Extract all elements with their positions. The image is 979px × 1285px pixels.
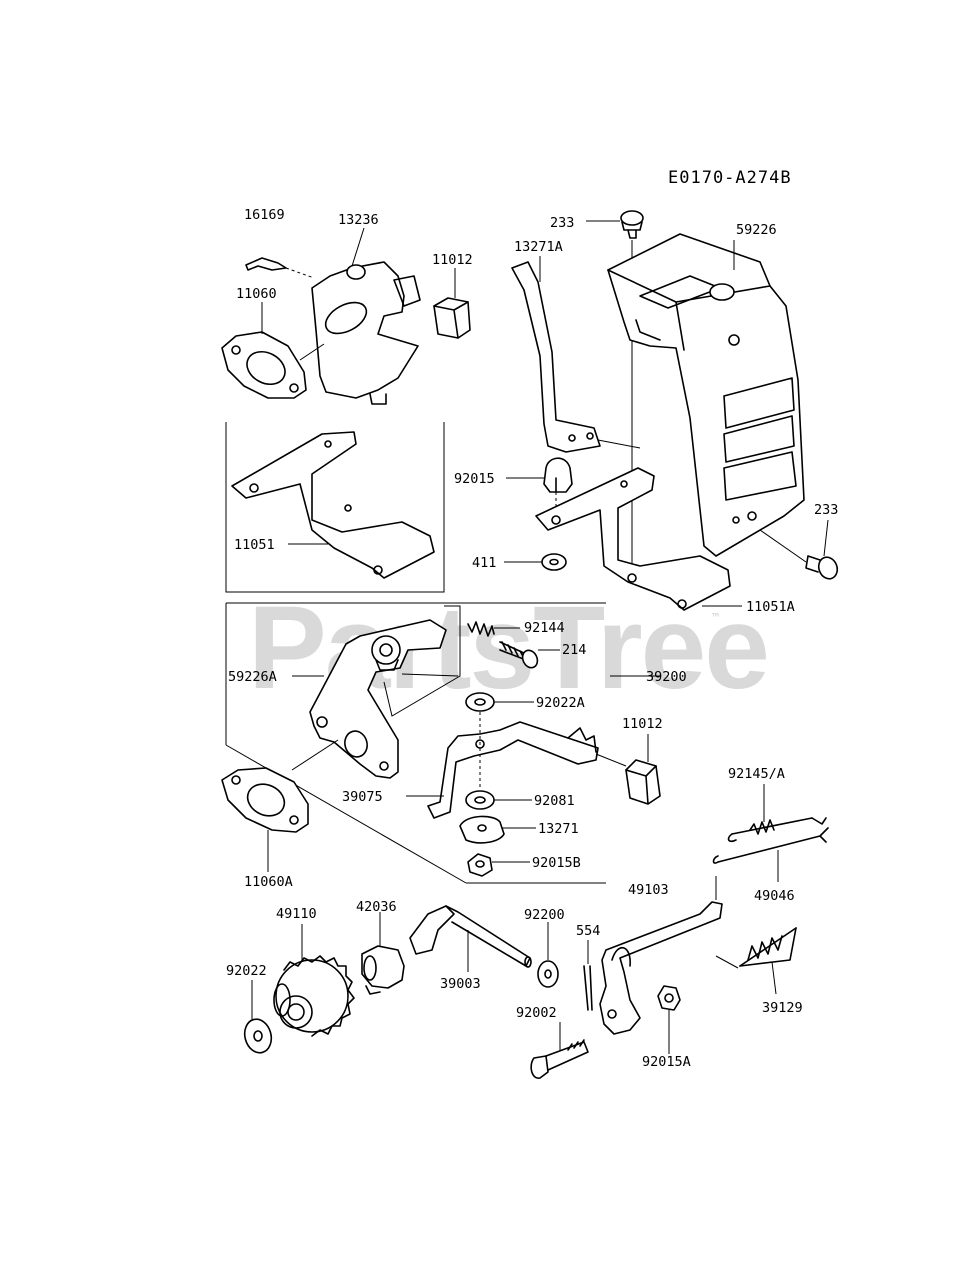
part-11051A-plate[interactable] xyxy=(535,467,742,611)
part-13271A-link[interactable] xyxy=(511,256,641,453)
label-59226A[interactable]: 59226A xyxy=(228,669,277,685)
part-92144-spring[interactable] xyxy=(467,621,520,637)
label-92015B[interactable]: 92015B xyxy=(532,855,581,871)
part-13236-bracket[interactable] xyxy=(311,227,421,405)
label-11060[interactable]: 11060 xyxy=(236,286,277,302)
label-11060A[interactable]: 11060A xyxy=(244,874,293,890)
label-233-side[interactable]: 233 xyxy=(814,502,838,518)
label-39129[interactable]: 39129 xyxy=(762,1000,803,1016)
part-11060A-gasket[interactable] xyxy=(221,739,339,872)
part-59226-cover[interactable] xyxy=(607,233,805,557)
part-11051-plate[interactable] xyxy=(231,431,435,579)
part-42036-collar[interactable] xyxy=(361,912,405,995)
label-42036[interactable]: 42036 xyxy=(356,899,397,915)
label-92200[interactable]: 92200 xyxy=(524,907,565,923)
part-49110-gear[interactable] xyxy=(273,924,355,1037)
part-214-screw[interactable] xyxy=(499,641,560,670)
label-92145A[interactable]: 92145/A xyxy=(728,766,785,782)
part-11012-damper-bottom[interactable] xyxy=(625,734,661,805)
part-92145-spring[interactable] xyxy=(727,784,827,843)
label-11012-bottom[interactable]: 11012 xyxy=(622,716,663,732)
label-92002[interactable]: 92002 xyxy=(516,1005,557,1021)
label-92144[interactable]: 92144 xyxy=(524,620,565,636)
label-39003[interactable]: 39003 xyxy=(440,976,481,992)
label-554[interactable]: 554 xyxy=(576,923,600,939)
label-49046[interactable]: 49046 xyxy=(754,888,795,904)
watermark-tm: ™ xyxy=(712,611,719,625)
label-13236[interactable]: 13236 xyxy=(338,212,379,228)
label-92015[interactable]: 92015 xyxy=(454,471,495,487)
part-16169-clip[interactable] xyxy=(245,257,315,279)
part-92015B-nut[interactable] xyxy=(467,853,530,877)
part-92015A-nut[interactable] xyxy=(657,985,681,1054)
label-11051A[interactable]: 11051A xyxy=(746,599,795,615)
label-39075[interactable]: 39075 xyxy=(342,789,383,805)
label-92022[interactable]: 92022 xyxy=(226,963,267,979)
part-92022A-washer[interactable] xyxy=(465,692,534,712)
label-11012-top[interactable]: 11012 xyxy=(432,252,473,268)
part-11012-damper-top[interactable] xyxy=(433,268,471,339)
part-39129-spring[interactable] xyxy=(715,927,797,995)
label-233-top[interactable]: 233 xyxy=(550,215,574,231)
label-92015A[interactable]: 92015A xyxy=(642,1054,691,1070)
label-16169[interactable]: 16169 xyxy=(244,207,285,223)
label-13271[interactable]: 13271 xyxy=(538,821,579,837)
part-92002-bolt[interactable] xyxy=(530,1022,589,1079)
label-39200[interactable]: 39200 xyxy=(646,669,687,685)
part-49103-arm[interactable] xyxy=(599,876,723,1035)
frame-11051 xyxy=(225,422,445,593)
label-11051[interactable]: 11051 xyxy=(234,537,275,553)
part-59226A-plate[interactable] xyxy=(292,619,447,779)
label-59226[interactable]: 59226 xyxy=(736,222,777,238)
label-214[interactable]: 214 xyxy=(562,642,586,658)
label-49103[interactable]: 49103 xyxy=(628,882,669,898)
diagram-code: E0170-A274B xyxy=(668,168,792,188)
part-92081-washer[interactable] xyxy=(465,712,532,810)
label-92081[interactable]: 92081 xyxy=(534,793,575,809)
part-49046-rod[interactable] xyxy=(712,827,829,882)
part-13271-plate[interactable] xyxy=(459,815,536,844)
part-554-pin[interactable] xyxy=(583,940,593,1011)
part-92015-nut[interactable] xyxy=(506,457,573,520)
guide-39200 xyxy=(383,605,461,717)
part-11060-gasket[interactable] xyxy=(221,302,325,399)
part-233-screw-side[interactable] xyxy=(759,519,840,581)
part-92200-washer[interactable] xyxy=(537,922,559,988)
part-92022-washer[interactable] xyxy=(241,980,275,1056)
label-92022A[interactable]: 92022A xyxy=(536,695,585,711)
label-49110[interactable]: 49110 xyxy=(276,906,317,922)
label-411[interactable]: 411 xyxy=(472,555,496,571)
part-411-washer[interactable] xyxy=(504,553,567,571)
part-39003-shaft[interactable] xyxy=(409,905,532,972)
label-13271A[interactable]: 13271A xyxy=(514,239,563,255)
part-39075-lever[interactable] xyxy=(406,721,627,819)
